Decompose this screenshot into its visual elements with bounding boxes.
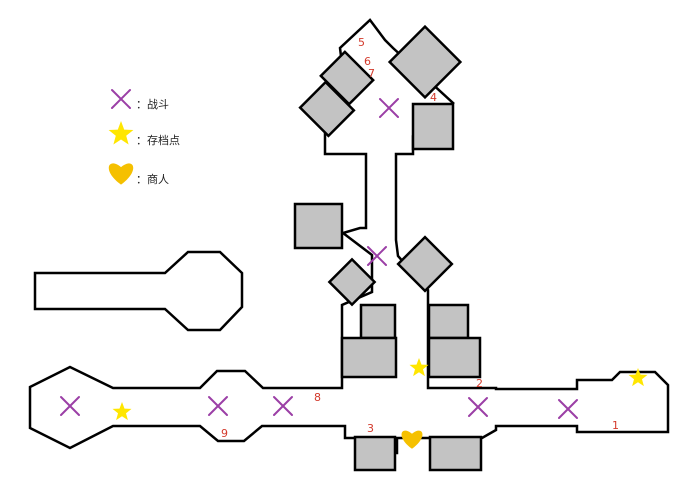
- merchant-heart-icon: [108, 163, 134, 185]
- obstacle-block: [427, 336, 482, 379]
- obstacle-block: [427, 303, 470, 340]
- battle-cross-icon: [60, 396, 80, 416]
- obstacle-block: [298, 80, 356, 138]
- room-number: 3: [367, 422, 374, 435]
- battle-cross-icon: [558, 399, 578, 419]
- cross-mark-icon: [111, 89, 131, 109]
- isolated-room: [33, 250, 244, 332]
- battle-markers: [60, 98, 578, 419]
- merchants: [401, 430, 423, 449]
- legend-save-label: ：存档点: [136, 133, 180, 147]
- room-number: 2: [476, 377, 483, 390]
- room-number: 8: [314, 391, 321, 404]
- battle-cross-icon: [367, 246, 387, 266]
- save-star-icon: [409, 358, 429, 377]
- obstacle-block: [428, 435, 483, 472]
- legend-battle-label: ：战斗: [136, 98, 169, 111]
- star-icon: [108, 121, 134, 145]
- battle-cross-icon: [208, 396, 228, 416]
- obstacle-block: [411, 102, 455, 151]
- battle-cross-icon: [111, 89, 131, 109]
- obstacle-block: [293, 202, 344, 250]
- obstacle-block: [396, 235, 454, 293]
- obstacle-block: [340, 336, 398, 379]
- save-star-icon: [108, 121, 134, 145]
- battle-cross-icon: [273, 396, 293, 416]
- save-star-icon: [628, 368, 648, 387]
- room-number: 1: [612, 419, 619, 432]
- save-star-icon: [112, 402, 132, 421]
- battle-cross-icon: [468, 397, 488, 417]
- obstacle-block: [359, 303, 397, 340]
- obstacle-block: [327, 257, 377, 307]
- merchant-heart-icon: [401, 430, 423, 449]
- room-number: 6: [364, 55, 371, 68]
- room-number: 9: [221, 427, 228, 440]
- battle-cross-icon: [379, 98, 399, 118]
- room-number: 5: [358, 36, 365, 49]
- legend: ：战斗 ：存档点 ：商人: [108, 89, 180, 186]
- obstacle-block: [387, 24, 463, 100]
- obstacle-block: [353, 435, 397, 472]
- room-number: 7: [368, 67, 375, 80]
- room-number: 4: [430, 91, 437, 104]
- heart-icon: [108, 163, 134, 185]
- legend-shop-label: ：商人: [136, 172, 169, 186]
- save-points: [112, 358, 648, 421]
